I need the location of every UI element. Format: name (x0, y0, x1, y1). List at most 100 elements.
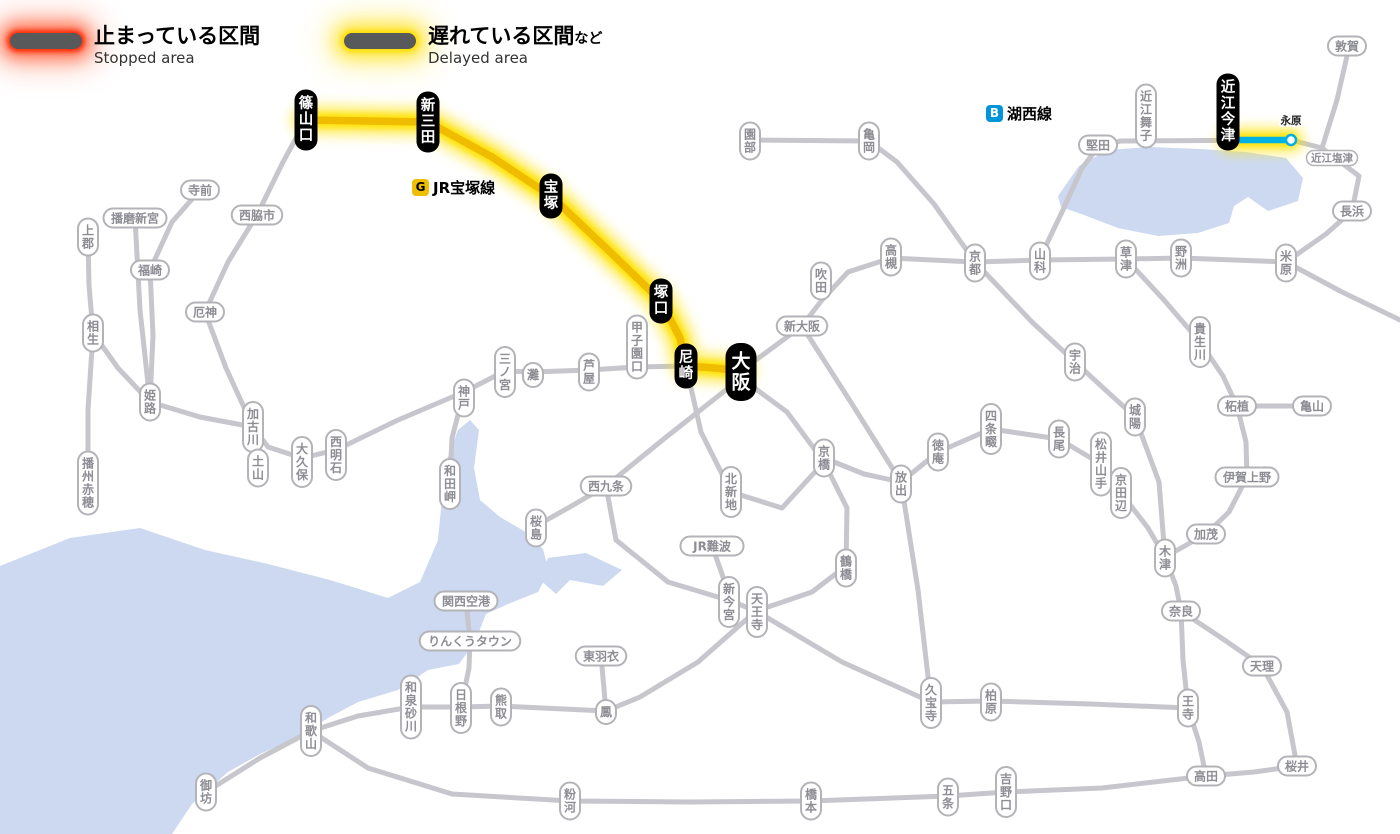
station-pill-shape (1186, 765, 1226, 787)
station-pill-label: 播磨新宮 (111, 211, 159, 226)
rail-line-sagano (747, 137, 978, 265)
station-pill-shape (1078, 134, 1118, 156)
station-pill-label: 生 (1194, 334, 1206, 349)
station-pill-label: 橋 (818, 457, 831, 472)
station-pill-label: 塚 (544, 195, 559, 212)
station-pill-shape (1115, 239, 1137, 279)
station-pill: 近江塩津 (1305, 149, 1359, 167)
station-pill-label: 根 (455, 700, 467, 715)
station-pill: 京都 (964, 243, 986, 283)
station-pill-label: 戸 (458, 398, 470, 412)
station-pill: りんくうタウン (418, 630, 522, 652)
station-pill-label: 貴 (1194, 321, 1206, 336)
station-pill: 木津 (1154, 538, 1176, 578)
station-pill-label: 京 (818, 444, 830, 459)
station-pill: 和田岬 (439, 458, 461, 510)
station-pill-shape (1275, 243, 1297, 283)
station-pill-label: 久 (925, 682, 938, 697)
station-pill-label: 寺 (925, 708, 937, 723)
station-pill-label: 津 (1159, 557, 1171, 572)
station-pill-label: 手 (1095, 476, 1107, 491)
station-pill-label: 橋 (805, 787, 818, 802)
station-pill-shape (1216, 73, 1240, 151)
station-pill-label: 野 (1000, 785, 1012, 799)
station-pill: 灘 (522, 362, 544, 388)
station-pill-shape (247, 448, 269, 488)
station-pill-shape (139, 382, 161, 422)
station-pill-shape (1170, 238, 1192, 278)
station-pill-label: 姫 (144, 388, 156, 403)
station-pill-label: 取 (495, 707, 507, 721)
station-pill-shape (1277, 755, 1317, 777)
station-pill: 京橋 (813, 438, 835, 478)
lake-biwa-water (1058, 147, 1303, 236)
station-pill-shape (433, 590, 499, 612)
station-pill-label: 厄神 (193, 305, 217, 320)
delayed-line-takarazuka[interactable] (302, 116, 745, 375)
station-pill: 四条畷 (980, 403, 1002, 455)
station-pill: 西九条 (579, 475, 633, 497)
station-pill-label: 川 (246, 433, 259, 447)
station-pill-shape (1186, 523, 1226, 545)
station-pill-label: 山 (1034, 247, 1046, 262)
rail-line-kobe (147, 363, 744, 461)
station-pill: 亀岡 (858, 121, 880, 161)
station-pill: 和歌山 (300, 705, 322, 757)
station-pill: 桜井 (1277, 755, 1317, 777)
station-pill-label: 大 (296, 441, 308, 456)
station-pill-shape (230, 204, 284, 226)
station-pill-label: ノ (499, 365, 511, 379)
station-pill-shape (1110, 467, 1132, 519)
station-pill-shape (720, 466, 742, 518)
station-pill: 堅田 (1078, 134, 1118, 156)
station-pill: 京田辺 (1110, 467, 1132, 519)
station-pill: 芦屋 (578, 352, 600, 392)
station-pill-label: 西 (330, 435, 342, 449)
station-pill-label: 宝 (544, 178, 559, 196)
station-pill-shape (300, 705, 322, 757)
station-pill: 吉野口 (995, 766, 1017, 818)
station-pill-label: 御 (199, 778, 212, 793)
rail-line-tokaido-east (1283, 259, 1400, 323)
station-pill: 播磨新宮 (102, 207, 168, 229)
station-pill: 王寺 (1177, 688, 1199, 728)
station-pill: 貴生川 (1189, 316, 1211, 368)
station-pill: 宇治 (1064, 342, 1086, 382)
station-pill-label: 口 (299, 128, 314, 144)
station-pill-label: 宇 (1069, 348, 1081, 363)
station-pill-label: 柏 (985, 688, 997, 703)
station-pill-label: 久 (296, 454, 309, 469)
station-pill-label: 部 (744, 140, 756, 155)
station-pill-highlighted: 大阪 (725, 343, 757, 401)
station-pill-shape (649, 278, 673, 324)
station-label-mini: 永原 (1280, 114, 1303, 127)
kosei-endpoint-dot (1284, 133, 1298, 147)
station-pill-label: 郡 (81, 237, 94, 251)
station-pill: 東羽衣 (574, 645, 628, 667)
station-pill: 高田 (1186, 765, 1226, 787)
station-pill-label: 亀山 (1300, 399, 1324, 414)
station-pill: 粉河 (559, 781, 581, 821)
station-pill: 上郡 (77, 217, 99, 257)
station-pill-label: 屋 (583, 372, 595, 386)
station-pill-shape (490, 687, 512, 727)
station-pill-label: 放 (894, 470, 908, 485)
station-pill: 長尾 (1048, 419, 1070, 459)
osaka-bay-water (0, 420, 549, 834)
station-pill-label: 松 (1095, 437, 1107, 452)
station-pill-label: 天理 (1250, 660, 1274, 674)
station-pill-label: 新 (723, 581, 735, 596)
station-pill-label: 出 (895, 483, 907, 498)
station-pill: 新大阪 (775, 315, 829, 337)
station-pill-shape (1161, 600, 1201, 622)
station-pill: 新今宮 (718, 576, 740, 628)
station-pill-shape (400, 674, 422, 740)
station-pill-label: 長浜 (1340, 204, 1364, 219)
station-pill: 長浜 (1332, 200, 1372, 222)
station-pill: 土山 (247, 448, 269, 488)
station-pill-label: 寺 (751, 617, 763, 632)
station-pill-label: 槻 (885, 256, 897, 271)
station-pill-shape (525, 508, 547, 548)
